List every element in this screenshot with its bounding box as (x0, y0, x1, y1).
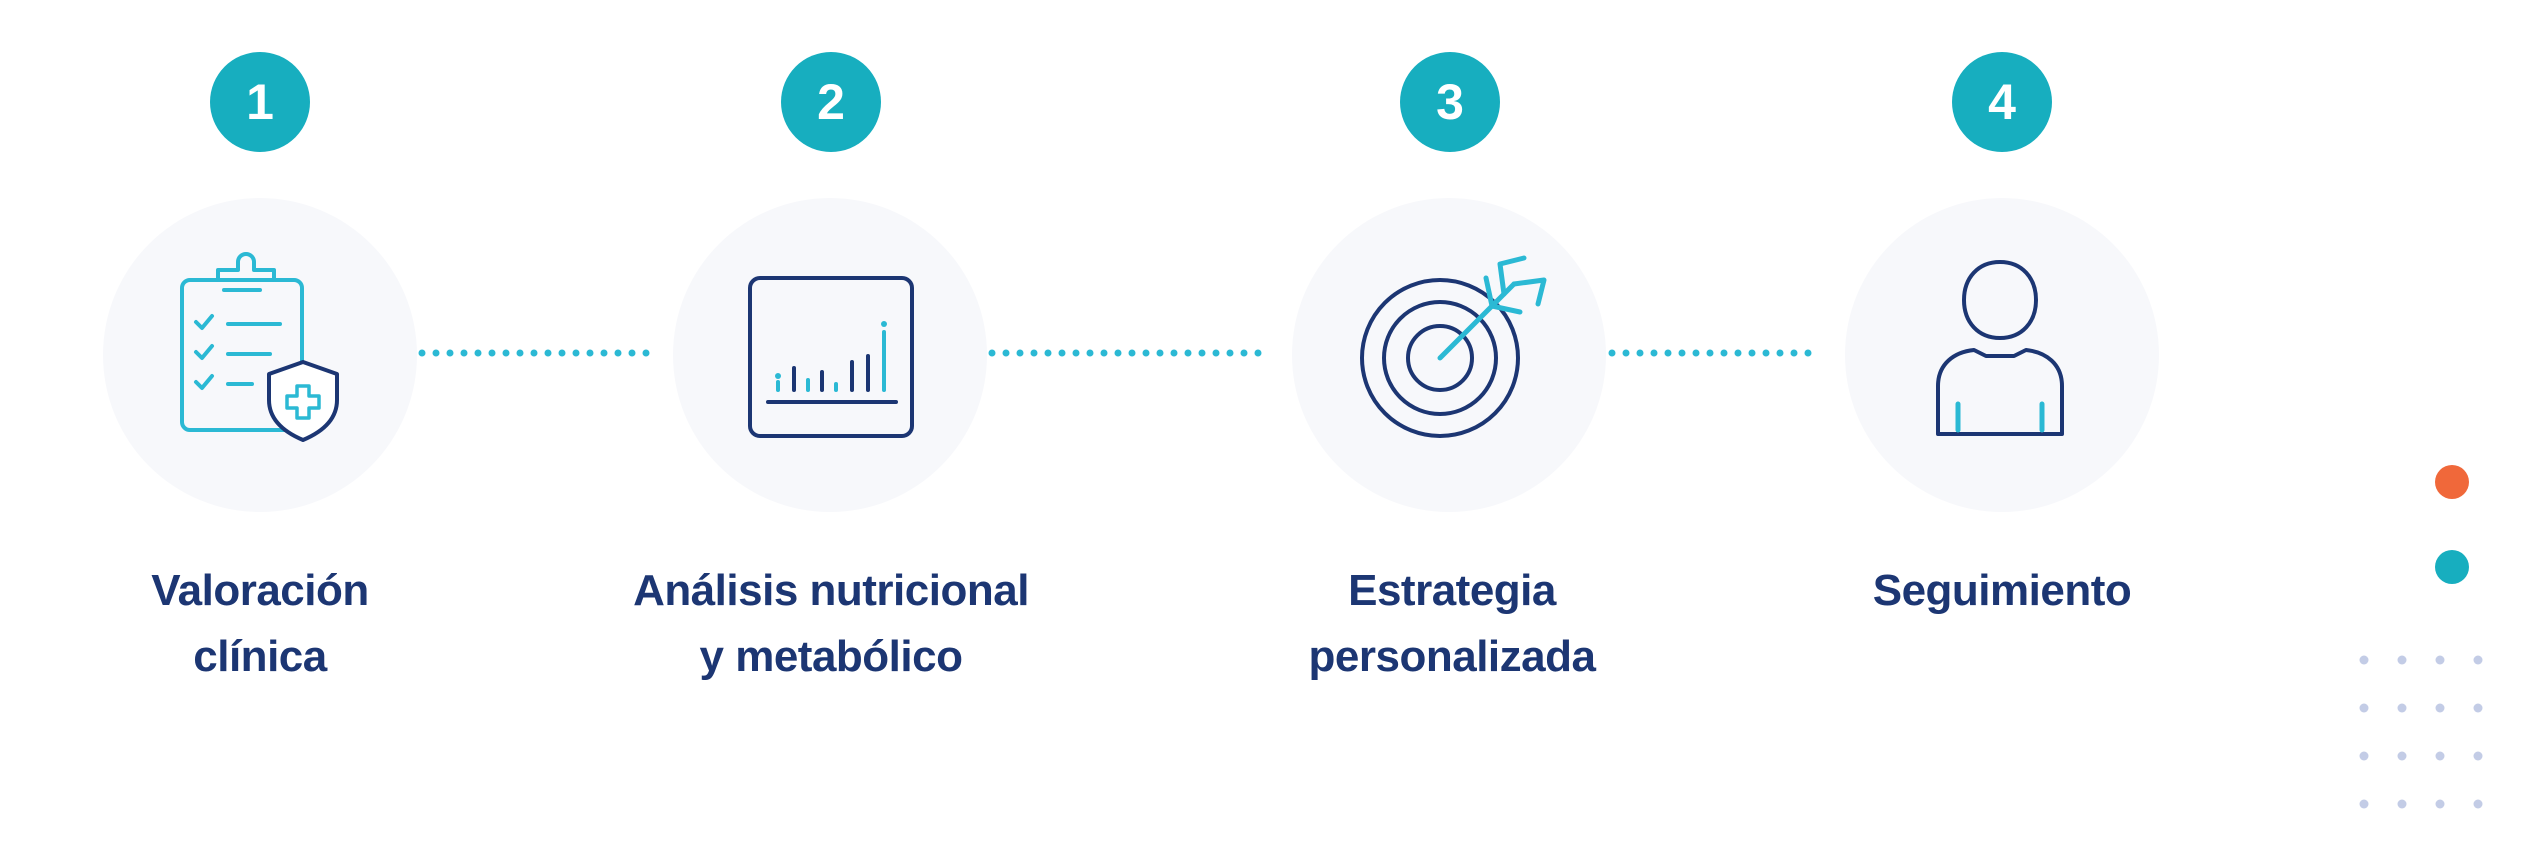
bar-chart-icon (748, 276, 914, 438)
step-1-label-line-1: Valoración (151, 566, 369, 615)
step-3-label-line-2: personalizada (1308, 632, 1596, 681)
clipboard-shield-icon (180, 252, 339, 442)
step-2-icon-background (673, 198, 987, 512)
step-1-label-line-2: clínica (193, 632, 327, 681)
step-3-number: 3 (1400, 52, 1500, 152)
step-2-label-line-2: y metabólico (699, 632, 963, 681)
step-2-label-line-1: Análisis nutricional (633, 566, 1029, 615)
decorative-dot-grid (2359, 655, 2483, 809)
orange-accent-dot (2435, 465, 2469, 499)
step-4-label: Seguimiento (1772, 558, 2232, 624)
step-4-label-line-1: Seguimiento (1872, 566, 2132, 615)
step-2-number: 2 (781, 52, 881, 152)
step-3-icon-background (1292, 198, 1606, 512)
step-3-label-line-1: Estrategia (1348, 566, 1556, 615)
step-3-label: Estrategia personalizada (1222, 558, 1682, 690)
step-4-number: 4 (1952, 52, 2052, 152)
user-icon (1936, 260, 2064, 436)
step-1-label: Valoración clínica (30, 558, 490, 690)
target-arrow-icon (1360, 255, 1547, 438)
connector-1-2 (418, 349, 664, 357)
connector-2-3 (988, 349, 1272, 357)
step-2-label: Análisis nutricional y metabólico (601, 558, 1061, 690)
teal-accent-dot (2435, 550, 2469, 584)
connector-3-4 (1608, 349, 1820, 357)
step-1-number: 1 (210, 52, 310, 152)
